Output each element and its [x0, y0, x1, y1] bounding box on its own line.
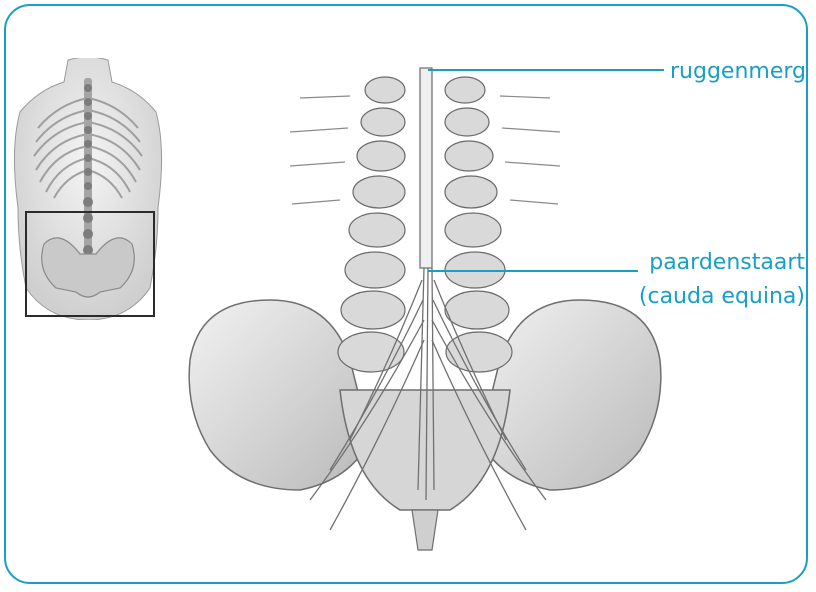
- spinal-cord-label: ruggenmerg: [670, 57, 806, 87]
- cauda-equina-leader-line: [428, 270, 638, 272]
- cauda-equina-latin-label: (cauda equina): [628, 282, 805, 312]
- torso-overview-illustration: [8, 58, 168, 320]
- spinal-cord: [420, 68, 432, 268]
- cauda-equina-label: paardenstaart: [645, 248, 805, 278]
- lumbar-spine-illustration: [180, 60, 670, 560]
- spinal-cord-leader-line: [428, 69, 664, 71]
